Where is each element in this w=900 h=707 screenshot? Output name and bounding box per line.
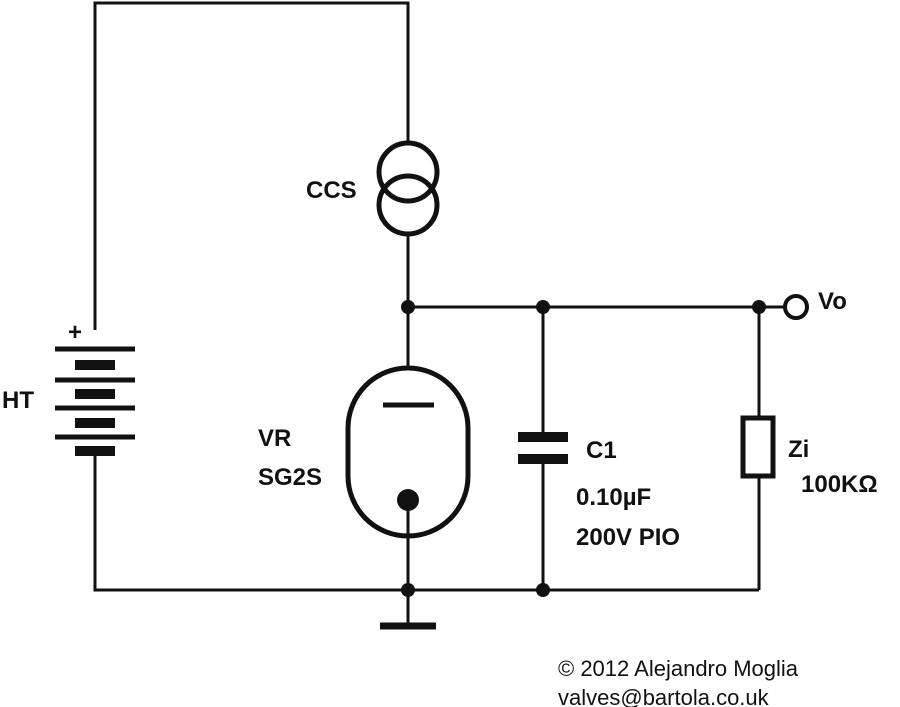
vr-valve bbox=[345, 365, 471, 539]
ccs-symbol bbox=[376, 140, 440, 237]
wire-ground-rail bbox=[93, 452, 759, 592]
junction-dot-c1-bottom bbox=[536, 583, 550, 597]
valve-envelope bbox=[345, 365, 471, 539]
email-text: valves@bartola.co.uk bbox=[558, 685, 770, 707]
copyright-text: © 2012 Alejandro Moglia bbox=[558, 656, 799, 681]
ccs-circle-bottom bbox=[376, 173, 440, 237]
junction-dot-output-node bbox=[401, 300, 415, 314]
junction-dot-zi-top bbox=[752, 300, 766, 314]
ccs-circle-top bbox=[376, 140, 440, 204]
ht-label: HT bbox=[2, 387, 34, 414]
c1-type-label: 200V PIO bbox=[576, 524, 680, 551]
output-terminal bbox=[783, 294, 809, 320]
c1-value-label: 0.10µF bbox=[576, 484, 651, 511]
vr-label: VR bbox=[258, 425, 291, 452]
valve-cathode bbox=[397, 489, 419, 511]
junction-dot-c1-top bbox=[536, 300, 550, 314]
battery-plus-label: + bbox=[68, 319, 82, 346]
zi-resistor bbox=[740, 415, 776, 479]
zi-value-label: 100KΩ bbox=[801, 471, 878, 498]
vo-label: Vo bbox=[818, 288, 847, 315]
vr-type-label: SG2S bbox=[258, 464, 322, 491]
wire-ht-top bbox=[93, 1, 410, 330]
c1-label: C1 bbox=[586, 437, 617, 464]
ht-battery bbox=[55, 346, 135, 456]
ccs-label: CCS bbox=[306, 177, 357, 204]
junction-dot-ground bbox=[401, 583, 415, 597]
wiring bbox=[93, 1, 784, 626]
zi-label: Zi bbox=[788, 436, 809, 463]
junctions bbox=[401, 300, 766, 597]
c1-capacitor bbox=[518, 432, 568, 464]
